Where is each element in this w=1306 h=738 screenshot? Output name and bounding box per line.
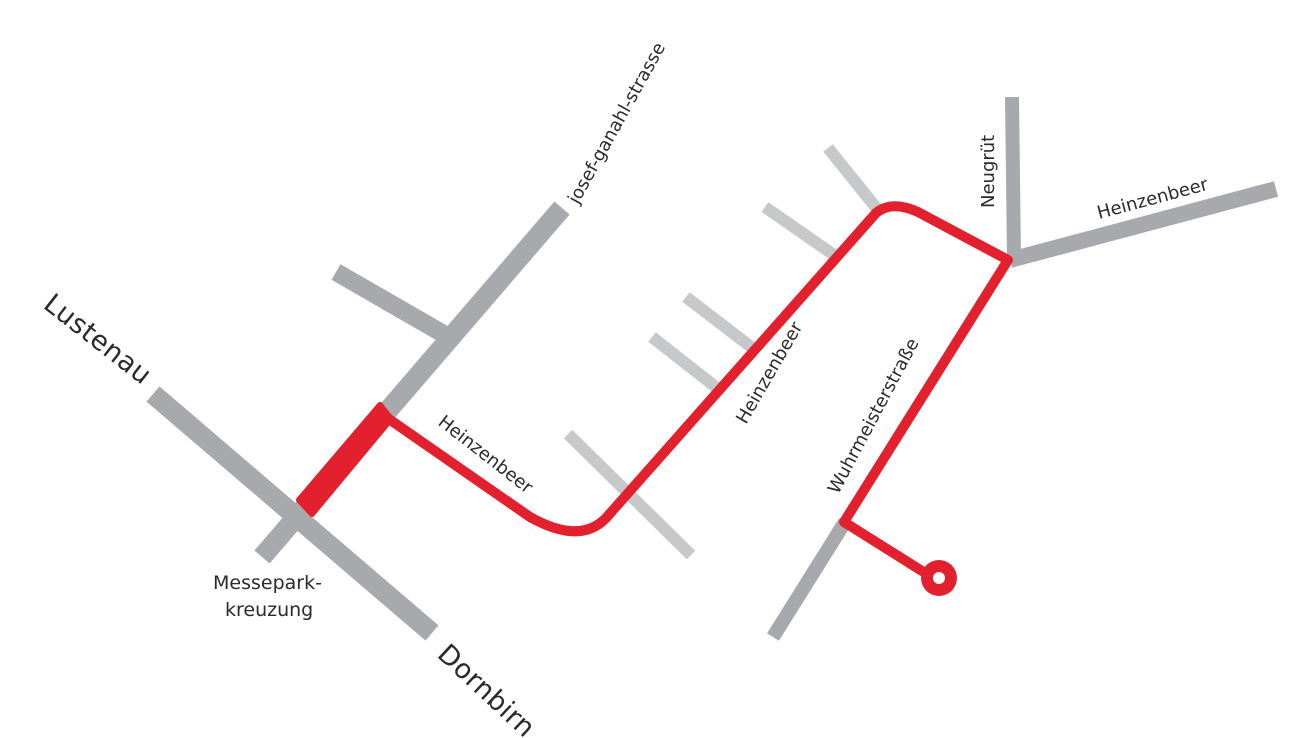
route-start-segment (296, 402, 394, 517)
route-main-path (381, 201, 1013, 576)
label-messepark-line1: Messepark- (213, 572, 322, 594)
road-wuhrmeister-south (767, 518, 851, 641)
label-messepark-line2: kreuzung (225, 599, 313, 621)
route (296, 201, 1013, 576)
label-josef-ganahl-strasse: josef-ganahl-strasse (564, 39, 671, 208)
side-street-4 (761, 202, 838, 260)
side-street-3 (682, 292, 759, 355)
road-heinzenbeer-east (1007, 181, 1279, 268)
label-lustenau: Lustenau (38, 288, 158, 391)
side-street-5 (823, 144, 883, 214)
side-street-2 (648, 332, 721, 393)
destination-marker-icon (921, 560, 957, 596)
major-roads (146, 96, 1279, 641)
label-neugruet: Neugrüt (978, 135, 999, 208)
road-messepark-side (331, 264, 452, 344)
label-dornbirn: Dornbirn (431, 638, 541, 738)
minor-roads (563, 144, 883, 560)
road-neugruet (1005, 96, 1021, 259)
